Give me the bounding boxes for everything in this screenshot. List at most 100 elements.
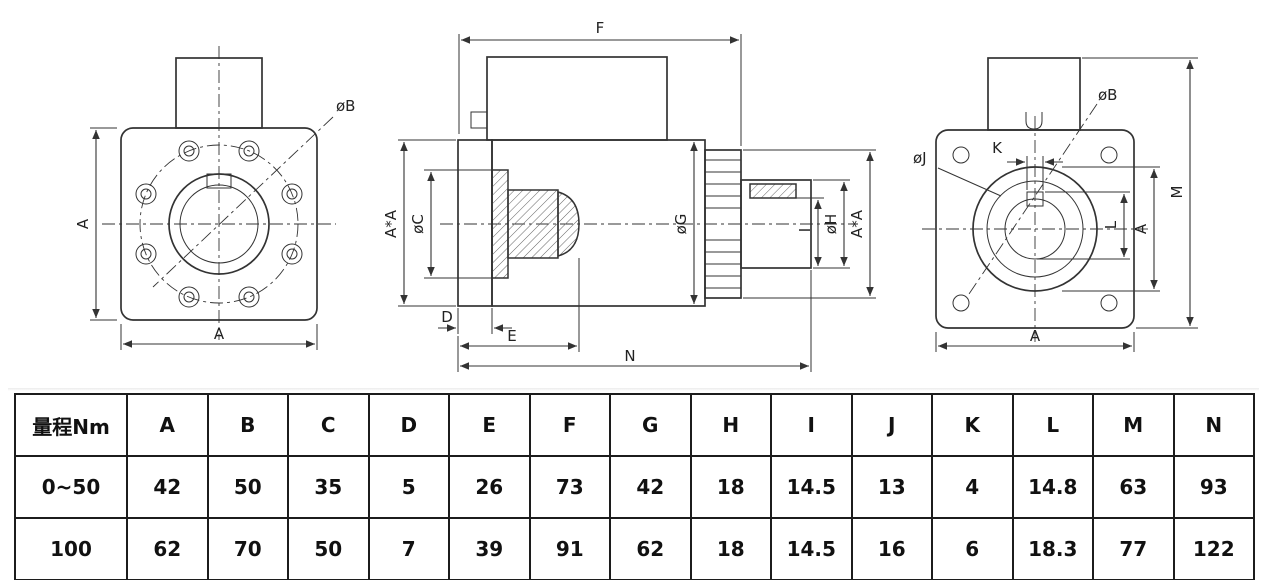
table-cell: 0~50 <box>14 455 128 519</box>
dim-label-a-bottom: A <box>1030 327 1041 345</box>
table-cell: 5 <box>367 455 450 519</box>
pilot-diameter-leader <box>937 167 1002 197</box>
bolt-hole <box>238 286 260 308</box>
table-header-cell: E <box>448 393 531 457</box>
table-cell: 26 <box>448 455 531 519</box>
side-view: F øC A*A øG <box>382 19 876 372</box>
table-cell: 42 <box>126 455 209 519</box>
bore-circle <box>1004 198 1066 260</box>
table-cell: 14.8 <box>1011 455 1094 519</box>
dimension-table-section: 量程Nm A B C D E F G H I J K L M N <box>0 391 1267 580</box>
table-cell: 39 <box>448 517 531 580</box>
table-header-cell: N <box>1172 393 1255 457</box>
dim-label-m: M <box>1168 186 1186 199</box>
bolt-hole <box>281 243 303 265</box>
table-cell: 13 <box>850 455 933 519</box>
table-cell: 100 <box>14 517 128 580</box>
dim-label-a-right: A <box>1132 223 1150 234</box>
dim-label-e: E <box>507 327 516 345</box>
table-row: 0~50 42 50 35 5 26 73 42 18 14.5 13 4 14… <box>14 455 1255 519</box>
table-header-cell: C <box>287 393 370 457</box>
table-cell: 62 <box>126 517 209 580</box>
table-header-cell: D <box>367 393 450 457</box>
table-header-cell: K <box>931 393 1014 457</box>
table-cell: 70 <box>206 517 289 580</box>
corner-hole <box>1100 294 1118 312</box>
dim-label-k: K <box>992 139 1003 157</box>
dim-label-i: I <box>796 228 814 232</box>
housing-tab <box>470 111 488 129</box>
flange-outline <box>120 127 318 321</box>
table-cell: 62 <box>609 517 692 580</box>
table-header-cell: 量程Nm <box>14 393 128 457</box>
lock-ring-ribs <box>705 159 741 289</box>
table-header-cell: H <box>689 393 772 457</box>
table-cell: 42 <box>609 455 692 519</box>
table-cell: 7 <box>367 517 450 580</box>
keyway <box>1026 191 1044 207</box>
table-cell: 14.5 <box>770 517 853 580</box>
table-cell: 18 <box>689 455 772 519</box>
dim-label-aa-right: A*A <box>848 209 866 238</box>
table-header-cell: F <box>528 393 611 457</box>
flange-plate <box>457 139 493 307</box>
table-cell: 63 <box>1092 455 1175 519</box>
table-header-cell: B <box>206 393 289 457</box>
connector-block <box>987 57 1081 131</box>
dim-label-a-bottom: A <box>214 325 225 343</box>
bolt-hole <box>178 140 200 162</box>
table-header-cell: L <box>1011 393 1094 457</box>
connector-notch <box>1025 112 1043 130</box>
table-cell: 50 <box>287 517 370 580</box>
table-cell: 73 <box>528 455 611 519</box>
page-edge-separator <box>8 388 1259 391</box>
bolt-hole <box>281 183 303 205</box>
table-cell: 18.3 <box>1011 517 1094 580</box>
front-view: øB A A <box>74 46 355 350</box>
output-shaft <box>740 179 812 269</box>
keyway <box>206 173 232 189</box>
table-header-cell: J <box>850 393 933 457</box>
dim-label-n: N <box>624 347 635 365</box>
pilot-circle <box>986 180 1084 278</box>
shaft-body-section <box>507 189 559 259</box>
bolt-circle <box>139 144 299 304</box>
rear-view: K øB øJ L A M A <box>913 57 1198 352</box>
table-cell: 16 <box>850 517 933 580</box>
bolt-hole <box>178 286 200 308</box>
dimension-table: 量程Nm A B C D E F G H I J K L M N <box>14 393 1255 580</box>
dim-label-d: D <box>441 308 453 326</box>
dim-label-oj: øJ <box>913 149 927 167</box>
dim-label-oc: øC <box>409 214 427 234</box>
table-cell: 93 <box>1172 455 1255 519</box>
table-header-cell: G <box>609 393 692 457</box>
shaft-tip-section <box>557 191 580 257</box>
table-header-row: 量程Nm A B C D E F G H I J K L M N <box>14 393 1255 457</box>
table-cell: 18 <box>689 517 772 580</box>
table-header-cell: I <box>770 393 853 457</box>
table-cell: 14.5 <box>770 455 853 519</box>
table-cell: 91 <box>528 517 611 580</box>
hub-inner-circle <box>179 184 259 264</box>
hub-outer-circle <box>972 166 1098 292</box>
housing-block <box>486 56 668 141</box>
connector-block <box>175 57 263 129</box>
table-cell: 35 <box>287 455 370 519</box>
bolt-diameter-leader <box>966 103 1098 298</box>
corner-hole <box>1100 146 1118 164</box>
dim-label-f: F <box>596 19 605 37</box>
table-cell: 77 <box>1092 517 1175 580</box>
bolt-diameter-leader <box>152 116 334 288</box>
dim-label-ob: øB <box>1098 86 1117 104</box>
bolt-hole <box>238 140 260 162</box>
table-cell: 4 <box>931 455 1014 519</box>
dim-label-oh: øH <box>822 214 840 234</box>
dim-label-aa-left: A*A <box>382 209 400 238</box>
corner-hole <box>952 294 970 312</box>
dim-label-a-left: A <box>74 218 92 229</box>
table-cell: 50 <box>206 455 289 519</box>
technical-drawing: øB A A F øC <box>74 19 1198 372</box>
table-header-cell: M <box>1092 393 1175 457</box>
table-cell: 122 <box>1172 517 1255 580</box>
